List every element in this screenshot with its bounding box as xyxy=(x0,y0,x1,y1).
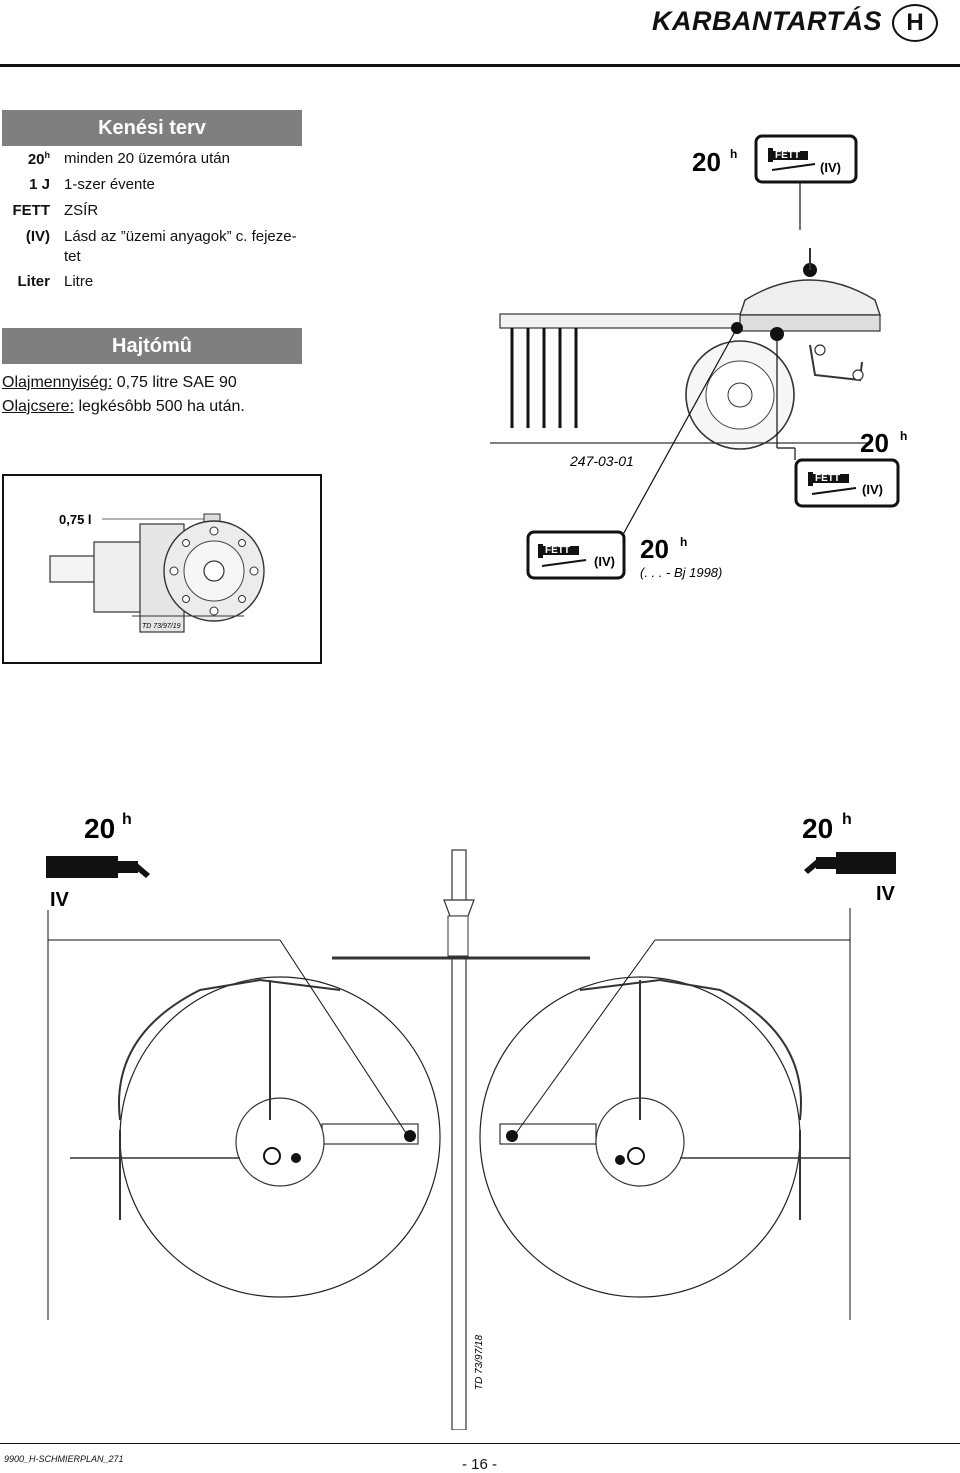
legend-value-liter: Litre xyxy=(64,273,94,290)
section-letter-badge: H xyxy=(892,4,938,42)
right-grease-unit: h xyxy=(842,811,852,828)
lower-badge-interval: 20 xyxy=(640,534,669,564)
footer-rule xyxy=(0,1443,960,1444)
lower-badge-unit: h xyxy=(680,535,687,549)
oil-capacity-label: 0,75 l xyxy=(59,512,92,527)
left-grease-unit: h xyxy=(122,811,132,828)
right-badge-iv: (IV) xyxy=(862,482,883,497)
legend-key-grease: FETT xyxy=(12,202,51,219)
right-badge-unit: h xyxy=(900,429,907,443)
lubrication-plan-title: Kenési terv xyxy=(2,110,302,146)
right-grease-gun-icon xyxy=(836,852,896,874)
left-grease-interval: 20 xyxy=(84,813,115,844)
left-iv-label: IV xyxy=(50,889,70,911)
top-badge-iv: (IV) xyxy=(820,160,841,175)
plan-view-figure: 20 h IV 20 h IV TD 73/97/18 xyxy=(46,811,896,1430)
top-badge-unit: h xyxy=(730,147,737,161)
legend-key-interval: 20h xyxy=(27,150,50,168)
header-rule xyxy=(0,64,960,67)
page-number: - 16 - xyxy=(462,1456,498,1473)
right-badge-fett: FETT xyxy=(815,473,840,484)
left-grease-gun-icon xyxy=(46,856,118,878)
plan-view-ref: TD 73/97/18 xyxy=(474,1335,485,1390)
right-badge-interval: 20 xyxy=(860,428,889,458)
oil-quantity-line: Olajmennyiség: 0,75 litre SAE 90 xyxy=(2,374,237,391)
page-title: KARBANTARTÁS xyxy=(652,6,882,36)
rotor-head-figure: 20 h FETT (IV) 247-03-01 20 h FETT (IV) xyxy=(490,134,907,580)
lower-badge-iv: (IV) xyxy=(594,554,615,569)
gearbox-figure: 0,75 l TD 73/97/19 xyxy=(2,474,322,664)
gearbox-figure-ref: TD 73/97/19 xyxy=(142,623,181,630)
gearbox-title: Hajtómû xyxy=(2,328,302,364)
legend-value-iv: Lásd az ”üzemi anyagok” c. fejeze- xyxy=(64,228,297,245)
top-badge-interval: 20 xyxy=(692,147,721,177)
legend-value-yearly: 1-szer évente xyxy=(64,176,155,193)
legend-value-grease: ZSÍR xyxy=(64,202,99,219)
right-iv-label: IV xyxy=(876,883,896,905)
lower-badge-fett: FETT xyxy=(545,545,570,556)
legend-value-interval: minden 20 üzemóra után xyxy=(64,150,230,167)
right-grease-interval: 20 xyxy=(802,813,833,844)
lower-badge-note: (. . . - Bj 1998) xyxy=(640,565,722,580)
legend-key-iv: (IV) xyxy=(25,228,50,245)
oil-change-line: Olajcsere: legkésôbb 500 ha után. xyxy=(2,398,245,415)
top-badge-fett: FETT xyxy=(775,150,800,161)
legend-key-liter: Liter xyxy=(17,273,50,290)
footer-doc-code: 9900_H-SCHMIERPLAN_271 xyxy=(4,1454,124,1464)
legend-value-iv-cont: tet xyxy=(64,248,81,265)
rotor-figure-ref: 247-03-01 xyxy=(569,453,634,469)
legend-key-yearly: 1 J xyxy=(29,176,50,193)
